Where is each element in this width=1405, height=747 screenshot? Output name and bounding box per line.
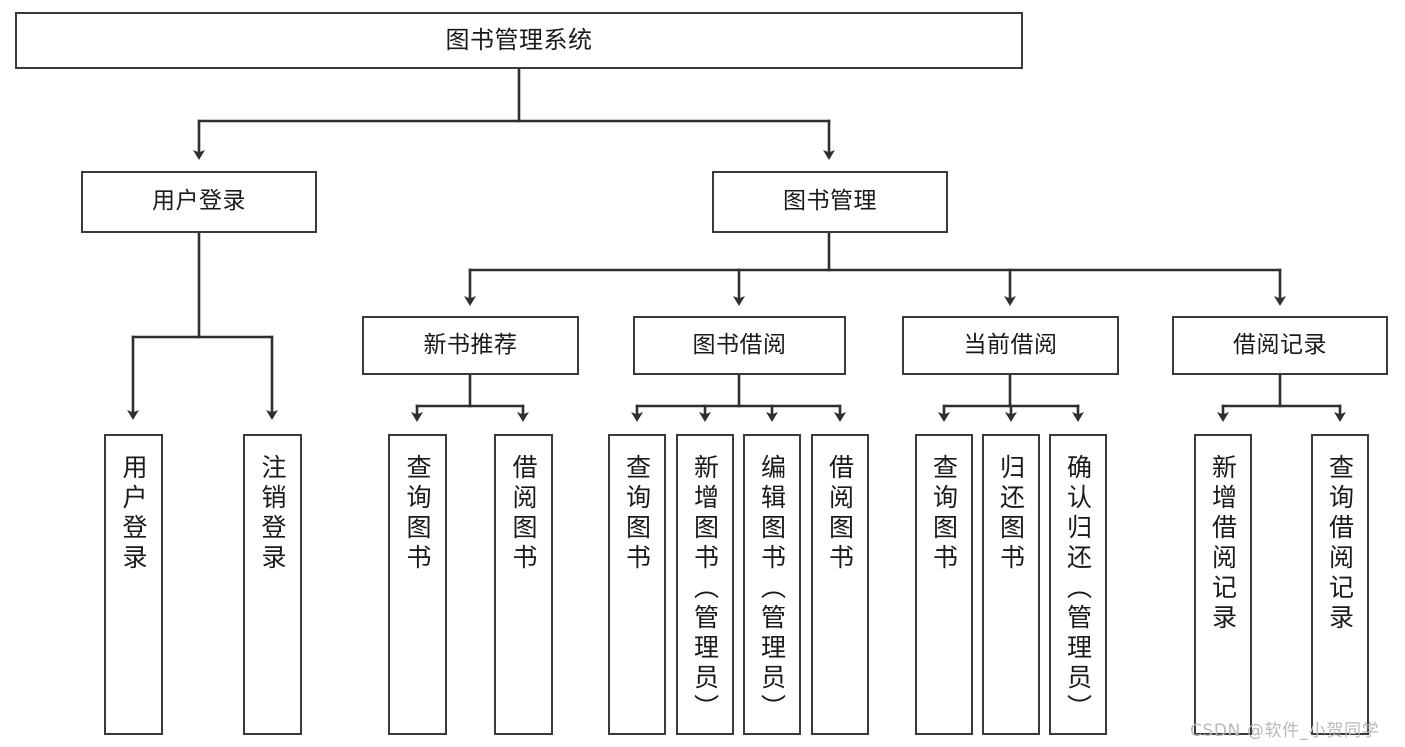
node-leaf-logout-label: 注销登录 [258,454,287,574]
node-current-borrow-label: 当前借阅 [963,331,1058,358]
node-leaf-return-book-label: 归还图书 [996,454,1026,574]
node-leaf-query-book-3[interactable]: 查询图书 [915,434,973,735]
csdn-watermark: CSDN @软件_小贺同学 [1190,721,1380,741]
node-leaf-query-book-2-label: 查询图书 [622,454,652,574]
node-new-book-recommendation[interactable]: 新书推荐 [362,316,579,375]
node-borrow-record[interactable]: 借阅记录 [1172,316,1388,375]
node-leaf-edit-book-label: 编辑图书（管理员） [757,454,787,724]
node-leaf-query-record[interactable]: 查询借阅记录 [1311,434,1369,735]
node-book-manage[interactable]: 图书管理 [712,171,948,233]
node-leaf-query-record-label: 查询借阅记录 [1325,454,1355,634]
node-leaf-add-record[interactable]: 新增借阅记录 [1194,434,1252,735]
node-user-login-label: 用户登录 [152,188,246,215]
node-leaf-confirm-return-label: 确认归还（管理员） [1063,454,1093,724]
node-leaf-user-login-label: 用户登录 [119,454,148,574]
node-leaf-query-book-1-label: 查询图书 [403,454,432,574]
node-leaf-borrow-book-2-label: 借阅图书 [825,454,855,574]
node-borrow-record-label: 借阅记录 [1233,331,1327,358]
node-leaf-query-book-2[interactable]: 查询图书 [608,434,666,735]
node-root[interactable]: 图书管理系统 [15,12,1023,69]
node-leaf-add-record-label: 新增借阅记录 [1208,454,1238,634]
node-root-label: 图书管理系统 [445,26,593,55]
node-new-book-recommendation-label: 新书推荐 [423,331,518,358]
node-book-borrow-label: 图书借阅 [692,331,787,358]
node-leaf-return-book[interactable]: 归还图书 [982,434,1040,735]
node-leaf-borrow-book-1-label: 借阅图书 [509,454,538,574]
node-leaf-user-login[interactable]: 用户登录 [104,434,163,735]
node-user-login[interactable]: 用户登录 [81,171,317,233]
node-leaf-query-book-1[interactable]: 查询图书 [388,434,447,735]
node-leaf-logout[interactable]: 注销登录 [243,434,302,735]
node-book-borrow[interactable]: 图书借阅 [633,316,846,375]
node-leaf-borrow-book-1[interactable]: 借阅图书 [494,434,553,735]
node-leaf-borrow-book-2[interactable]: 借阅图书 [811,434,869,735]
node-book-manage-label: 图书管理 [783,188,877,215]
node-current-borrow[interactable]: 当前借阅 [902,316,1119,375]
node-leaf-query-book-3-label: 查询图书 [929,454,959,574]
node-leaf-add-book-label: 新增图书（管理员） [690,454,720,724]
node-leaf-edit-book[interactable]: 编辑图书（管理员） [743,434,801,735]
node-leaf-add-book[interactable]: 新增图书（管理员） [676,434,734,735]
node-leaf-confirm-return[interactable]: 确认归还（管理员） [1049,434,1107,735]
